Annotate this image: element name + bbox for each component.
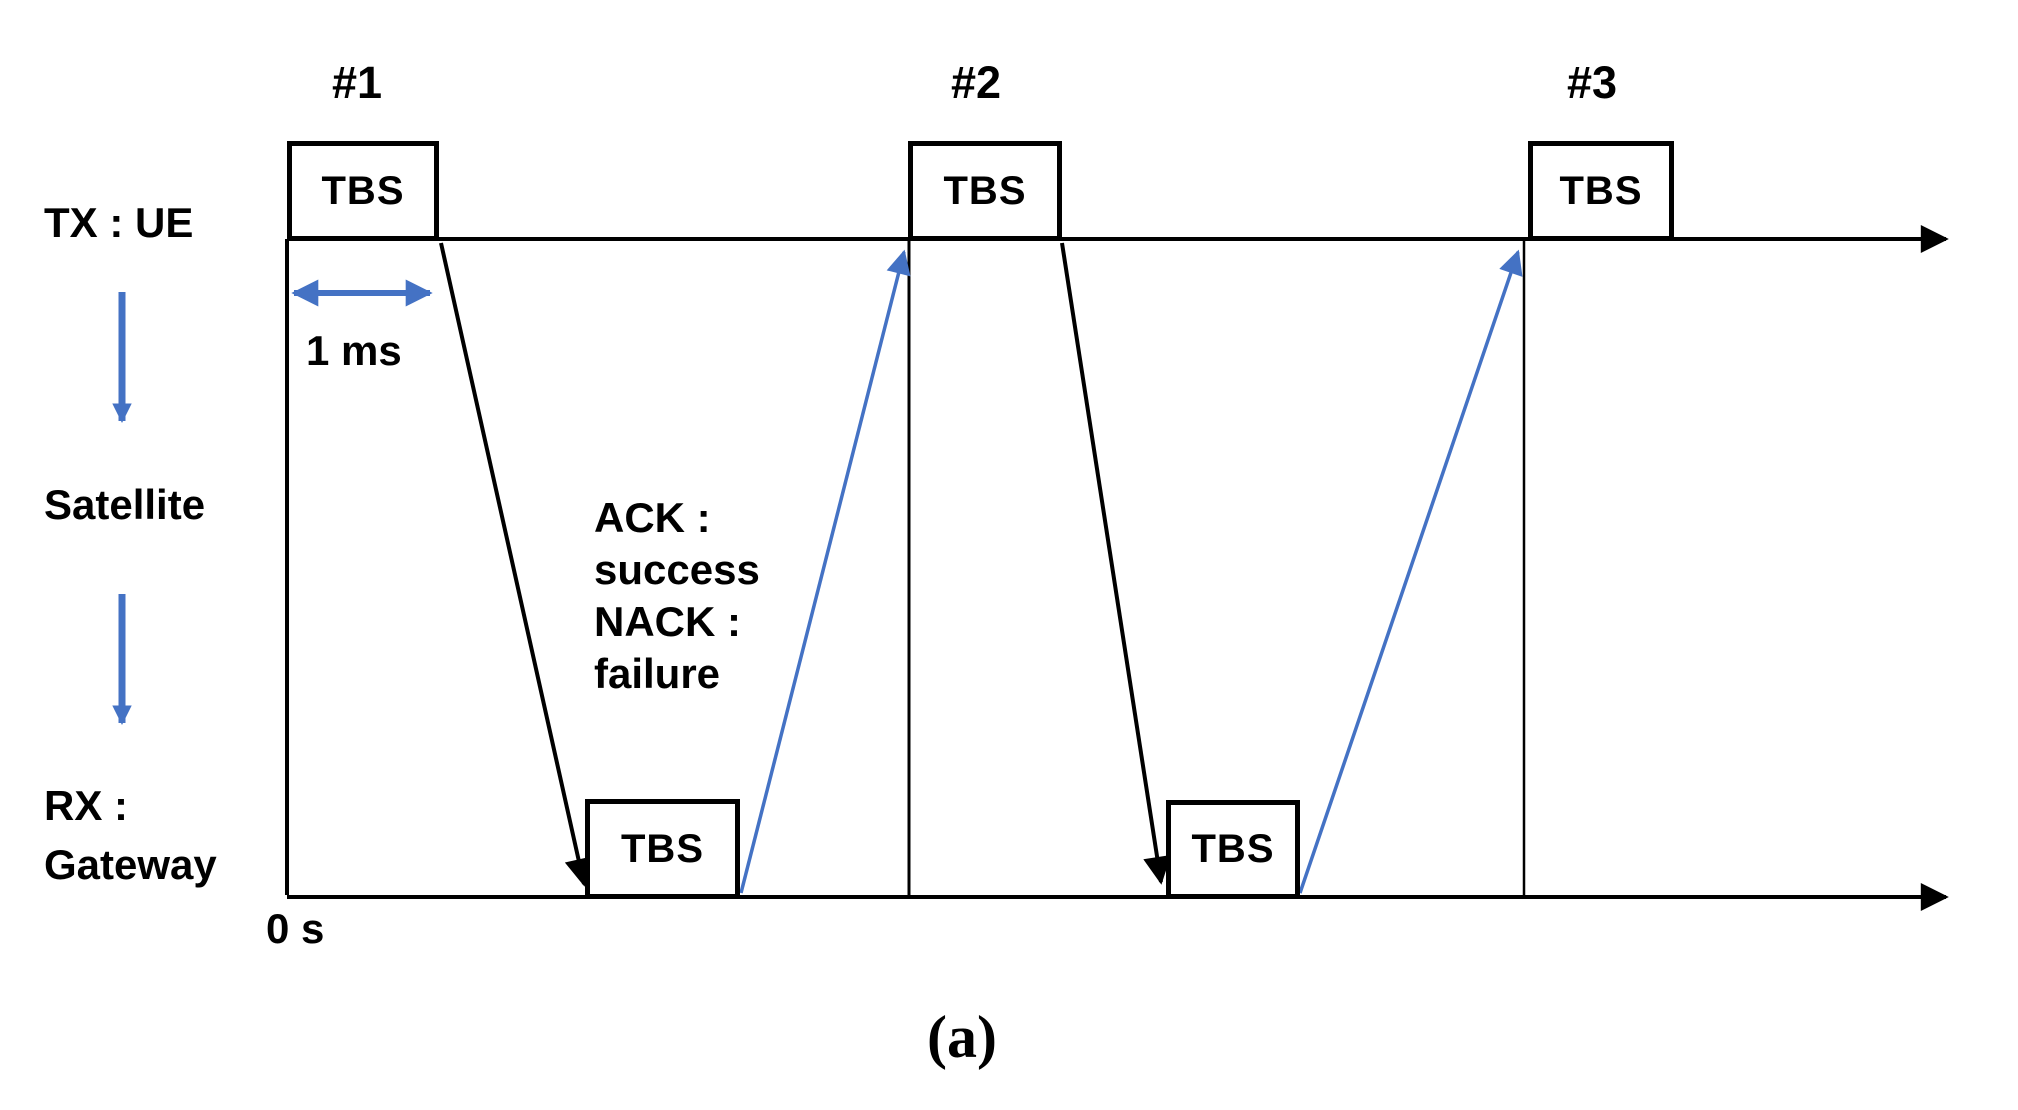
ack-legend-line3: NACK : xyxy=(594,598,741,645)
time-origin-label: 0 s xyxy=(266,905,325,952)
transmission-arrow-2 xyxy=(1060,242,1171,885)
tbs-box-label: TBS xyxy=(321,168,405,213)
ack-legend-line2: success xyxy=(594,546,760,593)
rx-label-line2: Gateway xyxy=(44,841,217,888)
tbs-box-rx-1: TBS xyxy=(585,799,740,899)
duration-label: 1 ms xyxy=(306,327,402,374)
tbs-box-tx-1: TBS xyxy=(287,141,439,241)
tbs-box-label: TBS xyxy=(1559,168,1643,213)
transmission-arrow-1 xyxy=(439,242,593,887)
figure-caption: (a) xyxy=(927,1004,997,1070)
tbs-box-label: TBS xyxy=(621,826,704,871)
tbs-box-label: TBS xyxy=(1191,827,1275,871)
slot-label-2: #2 xyxy=(950,57,1002,108)
satellite-label: Satellite xyxy=(44,481,206,528)
tbs-box-label: TBS xyxy=(943,168,1027,213)
slot-label-1: #1 xyxy=(331,57,383,108)
ack-legend-line1: ACK : xyxy=(594,494,711,541)
rx-gateway-label: RX : Gateway xyxy=(44,776,217,894)
feedback-arrow-2 xyxy=(1298,249,1523,894)
ack-nack-legend: ACK : success NACK : failure xyxy=(594,492,760,700)
slot-label-3: #3 xyxy=(1566,57,1618,108)
tbs-box-tx-3: TBS xyxy=(1528,141,1674,241)
tbs-box-rx-2: TBS xyxy=(1166,800,1300,899)
tx-ue-label: TX : UE xyxy=(44,199,194,246)
tbs-box-tx-2: TBS xyxy=(908,141,1062,241)
ack-legend-line4: failure xyxy=(594,650,721,697)
rx-label-line1: RX : xyxy=(44,782,128,829)
feedback-arrow-1 xyxy=(739,249,911,894)
